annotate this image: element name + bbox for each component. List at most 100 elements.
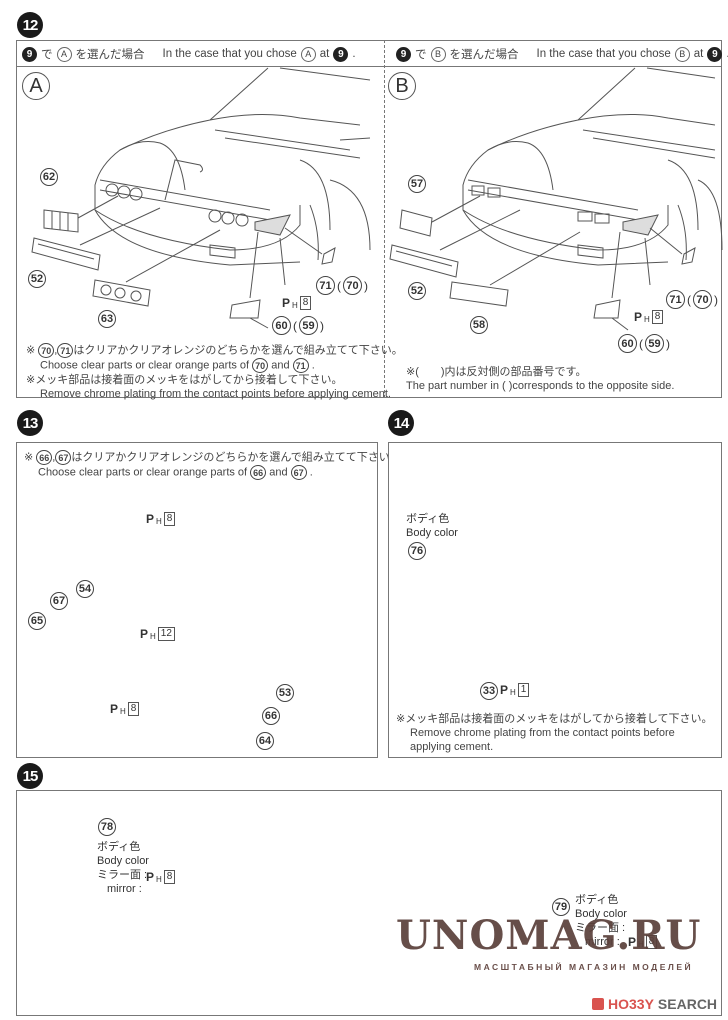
step-12-panel-divider [384, 40, 385, 398]
note-line: Remove chrome plating from the contact p… [410, 727, 675, 739]
panel-b-badge: B [388, 72, 416, 100]
step-15-box [16, 790, 722, 1016]
part-76-label: 76 [408, 542, 426, 560]
body-color-label: ボディ色 Body color [406, 513, 458, 539]
part-60: 60 [618, 334, 637, 353]
step-ref-badge: 9 [396, 46, 411, 62]
step-ref-badge: 9 [333, 46, 349, 62]
choice-badge: A [300, 46, 316, 62]
header-jp-suffix: を選んだ場合 [75, 49, 145, 61]
part-52-label: 52 [408, 282, 426, 300]
watermark-subtext: МАСШТАБНЫЙ МАГАЗИН МОДЕЛЕЙ [474, 962, 694, 972]
choice-badge: B [430, 46, 446, 62]
header-en-prefix: In the case that you chose [536, 48, 671, 60]
step-12b-parts-drawing [389, 195, 696, 331]
step-14-note: ※メッキ部品は接着面のメッキをはがしてから接着して下さい。 Remove chr… [396, 712, 713, 754]
part-78-description: ボディ色 Body color ミラー面 : mirror : [97, 841, 149, 895]
part-52-label: 52 [28, 270, 46, 288]
paint-code: 8 [163, 512, 176, 526]
step-ref-badge: 9 [707, 46, 723, 62]
step-15-number: 15 [17, 763, 43, 789]
hobby-search-icon [592, 998, 604, 1010]
step-14-box [388, 442, 722, 758]
part-71-70-label: 71( 70) [316, 276, 368, 295]
note-line: ※メッキ部品は接着面のメッキをはがしてから接着して下さい。 [396, 713, 713, 725]
part-60: 60 [272, 316, 291, 335]
part-59: 59 [645, 334, 664, 353]
note-line: ※メッキ部品は接着面のメッキをはがしてから接着して下さい。 [26, 374, 343, 386]
hobby-search-logo: HO33Y SEARCH [592, 996, 717, 1012]
part-71-70-label: 71( 70) [666, 290, 718, 309]
paint-code: 12 [157, 627, 175, 641]
part-59: 59 [299, 316, 318, 335]
part-66-label: 66 [262, 707, 280, 725]
part-71: 71 [316, 276, 335, 295]
step-14-number: 14 [388, 410, 414, 436]
note-line: applying cement. [410, 741, 494, 753]
header-en-mid: at [693, 48, 704, 60]
step-12b-notes: ※( )内は反対側の部品番号です。 The part number in ( )… [406, 365, 674, 393]
step-13-number: 13 [17, 410, 43, 436]
part-54-label: 54 [76, 580, 94, 598]
part-58-label: 58 [470, 316, 488, 334]
paint-code: 8 [299, 296, 312, 310]
step-12-box [16, 40, 722, 398]
step-ref-badge: 9 [22, 46, 37, 62]
panel-a-header: 9 で A を選んだ場合 In the case that you chose … [22, 46, 356, 62]
note-line: The part number in ( )corresponds to the… [406, 380, 675, 392]
header-en-prefix: In the case that you chose [162, 48, 297, 60]
part-78-label: 78 [98, 818, 116, 836]
part-71: 71 [666, 290, 685, 309]
note-line: Remove chrome plating from the contact p… [40, 388, 391, 400]
part-64-label: 64 [256, 732, 274, 750]
part-65-label: 65 [28, 612, 46, 630]
part-60-59-label: 60( 59) [618, 334, 670, 353]
part-33-label: 33 [480, 682, 498, 700]
step-12a-parts-drawing [31, 195, 336, 329]
note-line: ※( )内は反対側の部品番号です。 [406, 366, 587, 378]
brand-search: SEARCH [657, 996, 718, 1012]
step-13-box [16, 442, 378, 758]
part-60-59-label: 60( 59) [272, 316, 324, 335]
panel-a-badge: A [22, 72, 50, 100]
header-jp-suffix: を選んだ場合 [449, 49, 519, 61]
choice-badge: A [56, 46, 72, 62]
part-63-label: 63 [98, 310, 116, 328]
brand-hobby: HO33Y [608, 996, 654, 1012]
part-62-label: 62 [40, 168, 58, 186]
step-12a-car-drawing [94, 67, 371, 266]
header-jp-prefix: で [41, 49, 53, 61]
paint-code: 8 [645, 935, 658, 949]
paint-code: 8 [127, 702, 140, 716]
part-70: 70 [693, 290, 712, 309]
part-79-label: 79 [552, 898, 570, 916]
part-79-description: ボディ色 Body color ミラー面 : mirror : [575, 894, 627, 948]
part-53-label: 53 [276, 684, 294, 702]
header-en-mid: at [319, 48, 330, 60]
watermark-text: UNOMAG.RU [396, 912, 702, 959]
step-12b-car-drawing [462, 67, 723, 266]
step-12-number: 12 [17, 12, 43, 38]
note-line: Choose clear parts or clear orange parts… [38, 465, 313, 480]
part-57-label: 57 [408, 175, 426, 193]
note-line: Choose clear parts or clear orange parts… [40, 358, 315, 373]
header-jp-prefix: で [415, 49, 427, 61]
panel-b-header: 9 で B を選んだ場合 In the case that you chose … [396, 46, 728, 62]
part-70: 70 [343, 276, 362, 295]
part-67-label: 67 [50, 592, 68, 610]
paint-code: 8 [163, 870, 176, 884]
step-12-header-divider [16, 66, 722, 67]
paint-code: 8 [651, 310, 664, 324]
